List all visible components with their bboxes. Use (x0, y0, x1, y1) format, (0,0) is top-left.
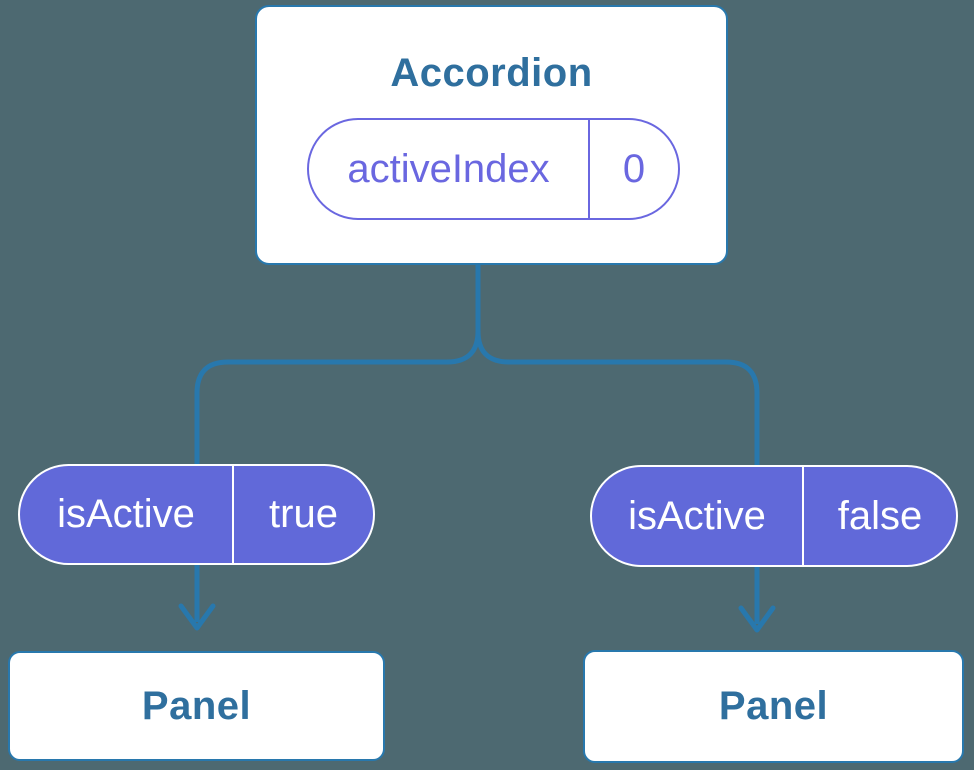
arrow-down-icon (738, 605, 776, 633)
prop-name: isActive (592, 467, 804, 565)
component-title: Panel (718, 684, 829, 728)
connector-left-branch (194, 265, 481, 622)
panel-component-card-right: Panel (583, 650, 964, 763)
state-pill: activeIndex 0 (307, 118, 680, 220)
state-name: activeIndex (309, 120, 590, 218)
state-value: 0 (622, 146, 646, 191)
connector-right-branch (475, 265, 760, 624)
prop-pill-left: isActive true (18, 464, 375, 565)
accordion-component-card: Accordion activeIndex 0 (255, 5, 728, 265)
prop-value: false (837, 493, 923, 538)
component-title: Accordion (390, 51, 593, 95)
component-title: Panel (141, 683, 252, 728)
arrow-down-icon (178, 603, 216, 631)
prop-value: true (269, 492, 338, 536)
prop-pill-right: isActive false (590, 465, 958, 567)
prop-name: isActive (20, 466, 234, 563)
panel-component-card-left: Panel (8, 651, 385, 761)
